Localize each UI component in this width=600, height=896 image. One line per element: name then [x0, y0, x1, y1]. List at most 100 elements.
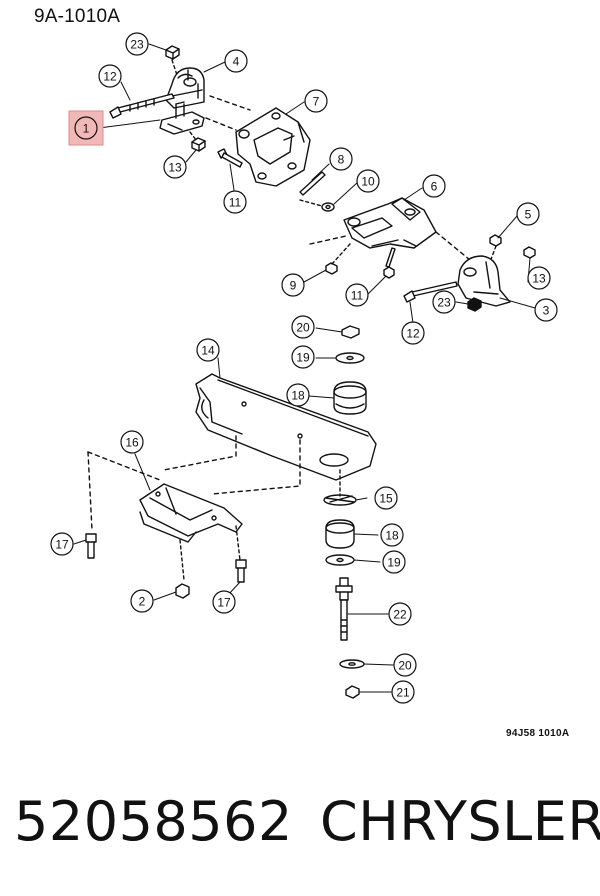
callout-17: 17	[212, 590, 236, 614]
insulator-4	[165, 67, 205, 109]
bolt-11-right	[383, 247, 396, 279]
part-number: 52058562	[14, 790, 293, 853]
callout-circle	[374, 486, 398, 510]
callout-label: 21	[396, 686, 410, 700]
callout-12: 12	[98, 64, 122, 88]
stud-22	[335, 577, 353, 641]
mount-bracket-1	[159, 101, 205, 135]
callout-circle	[393, 653, 417, 677]
callout-circle	[224, 49, 248, 73]
nut-23-right	[467, 297, 482, 312]
transmission-mount-16	[139, 483, 243, 543]
stud-8	[299, 171, 326, 196]
callout-18: 18	[380, 523, 404, 547]
callout-23: 23	[432, 290, 456, 314]
callout-label: 3	[543, 304, 550, 318]
callout-circle	[291, 345, 315, 369]
callout-label: 2	[139, 595, 146, 609]
callout-circle	[130, 589, 154, 613]
callout-4: 4	[224, 49, 248, 73]
callout-circle	[281, 273, 305, 297]
callout-label: 15	[379, 492, 393, 506]
callout-13: 13	[163, 155, 187, 179]
callout-circle	[212, 590, 236, 614]
callout-circle	[380, 523, 404, 547]
diagram-code: 9A-1010A	[34, 6, 121, 27]
callout-circle	[50, 532, 74, 556]
callout-label: 13	[532, 272, 546, 286]
callout-label: 5	[525, 208, 532, 222]
nut-13-right	[523, 246, 536, 259]
callout-19: 19	[291, 345, 315, 369]
callout-1: 1	[68, 110, 104, 146]
callout-10: 10	[356, 169, 380, 193]
callout-label: 20	[296, 321, 310, 335]
callout-label: 7	[313, 95, 320, 109]
insulator-3	[457, 255, 511, 307]
callout-circle	[422, 174, 446, 198]
callout-label: 6	[431, 180, 438, 194]
callout-20: 20	[291, 315, 315, 339]
callout-circle	[388, 602, 412, 626]
callout-label: 1	[83, 122, 90, 136]
callout-8: 8	[329, 147, 353, 171]
callout-label: 4	[233, 55, 240, 69]
cushion-18-bottom	[325, 519, 355, 549]
callout-15: 15	[374, 486, 398, 510]
callout-label: 13	[168, 161, 182, 175]
brand-name: CHRYSLER	[320, 790, 600, 853]
callout-7: 7	[304, 89, 328, 113]
callout-circle	[516, 202, 540, 226]
exploded-view-drawing: 1234567891011111212131314151617171818191…	[50, 32, 558, 704]
callout-label: 18	[291, 389, 305, 403]
callout-16: 16	[120, 430, 144, 454]
callout-label: 19	[387, 556, 401, 570]
callout-circle	[291, 315, 315, 339]
callout-label: 8	[338, 153, 345, 167]
nut-21	[345, 685, 360, 699]
callout-2: 2	[130, 589, 154, 613]
callout-label: 14	[201, 344, 215, 358]
callout-label: 20	[398, 659, 412, 673]
callout-circle	[382, 550, 406, 574]
bolt-12-top	[109, 93, 175, 119]
washer-10	[321, 202, 335, 212]
callout-label: 23	[437, 296, 451, 310]
callout-label: 11	[351, 289, 364, 303]
nut-9	[325, 262, 338, 275]
crossmember-14	[195, 373, 377, 481]
callout-20: 20	[393, 653, 417, 677]
retainer-15	[323, 494, 357, 506]
callout-13: 13	[527, 266, 551, 290]
callout-11: 11	[223, 190, 247, 214]
callout-circle	[534, 298, 558, 322]
callout-label: 16	[125, 436, 139, 450]
callout-circle	[329, 147, 353, 171]
frame-bracket-6	[343, 197, 437, 249]
callout-17: 17	[50, 532, 74, 556]
callout-label: 11	[229, 196, 242, 210]
callout-label: 10	[361, 175, 375, 189]
callout-circle	[527, 266, 551, 290]
nut-20-top	[341, 325, 360, 339]
nut-13-top	[191, 137, 206, 152]
callout-12: 12	[401, 321, 425, 345]
callout-circle	[223, 190, 247, 214]
callout-6: 6	[422, 174, 446, 198]
callout-circle	[196, 338, 220, 362]
callout-18: 18	[286, 383, 310, 407]
bolt-12-right	[403, 281, 458, 303]
callout-circle	[74, 116, 98, 140]
drawing-reference: 94J58 1010A	[506, 728, 570, 739]
nut-23-top	[165, 45, 180, 60]
callout-circle	[120, 430, 144, 454]
callout-circle	[304, 89, 328, 113]
washer-20-bottom	[339, 659, 365, 669]
cushion-18-top	[333, 381, 367, 415]
callout-circle	[163, 155, 187, 179]
callout-label: 18	[385, 529, 399, 543]
callout-layer: 1234567891011111212131314151617171818191…	[50, 32, 558, 704]
callout-circle	[98, 64, 122, 88]
callout-3: 3	[534, 298, 558, 322]
